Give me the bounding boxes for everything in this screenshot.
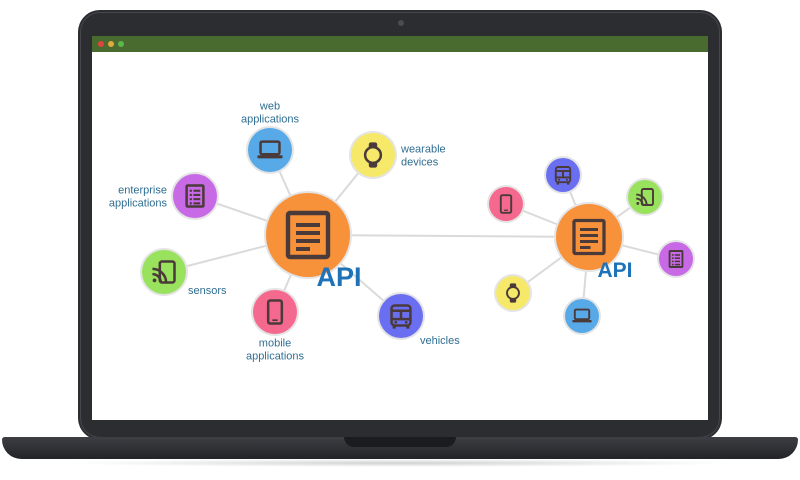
node-mobile-label: mobile: [259, 338, 291, 350]
document-icon: [572, 218, 606, 256]
node-watch2: [494, 274, 532, 312]
node-web: [246, 126, 294, 174]
node-wearable-label: wearable: [400, 144, 446, 156]
api-hub-secondary: [554, 202, 624, 272]
minimize-dot-icon[interactable]: [108, 41, 114, 47]
node-mobile-label: applications: [246, 351, 305, 363]
laptop-shadow: [60, 459, 740, 467]
node-bus2: [544, 156, 582, 194]
node-vehicles-label: vehicles: [420, 335, 460, 347]
laptop-icon: [257, 140, 283, 159]
node-vehicles: [377, 292, 425, 340]
bus-icon: [554, 166, 572, 185]
list-document-icon: [185, 184, 205, 208]
node-enterprise-label: applications: [109, 198, 168, 210]
edge-hub-to-hub: [307, 234, 590, 238]
list-document-icon: [668, 250, 684, 268]
watch-icon: [363, 142, 383, 168]
maximize-dot-icon[interactable]: [118, 41, 124, 47]
node-mobile: [251, 288, 299, 336]
close-dot-icon[interactable]: [98, 41, 104, 47]
node-laptop2: [563, 297, 601, 335]
phone-icon: [266, 299, 284, 325]
phone-icon: [499, 194, 513, 214]
api-hub-main-label: API: [316, 262, 361, 292]
laptop-notch: [344, 437, 456, 447]
node-list2: [657, 240, 695, 278]
watch-icon: [506, 283, 520, 303]
camera: [398, 20, 404, 26]
node-enterprise-label: enterprise: [118, 185, 167, 197]
node-phone2: [487, 185, 525, 223]
bus-icon: [390, 304, 412, 329]
laptop-icon: [572, 308, 592, 323]
laptop-base: [2, 437, 798, 459]
node-web-label: applications: [241, 114, 300, 126]
api-hub-secondary-label: API: [597, 259, 632, 282]
node-sensors-label: sensors: [188, 285, 227, 297]
cast-icon: [636, 188, 654, 206]
node-sensors: [140, 248, 188, 296]
node-wearable-label: devices: [401, 157, 439, 169]
document-icon: [285, 210, 331, 260]
node-cast2: [626, 178, 664, 216]
window-titlebar: [92, 36, 708, 52]
node-enterprise: [171, 172, 219, 220]
node-web-label: web: [259, 101, 280, 113]
cast-icon: [152, 260, 176, 284]
api-hub-main: [264, 191, 352, 279]
node-wearable: [349, 131, 397, 179]
